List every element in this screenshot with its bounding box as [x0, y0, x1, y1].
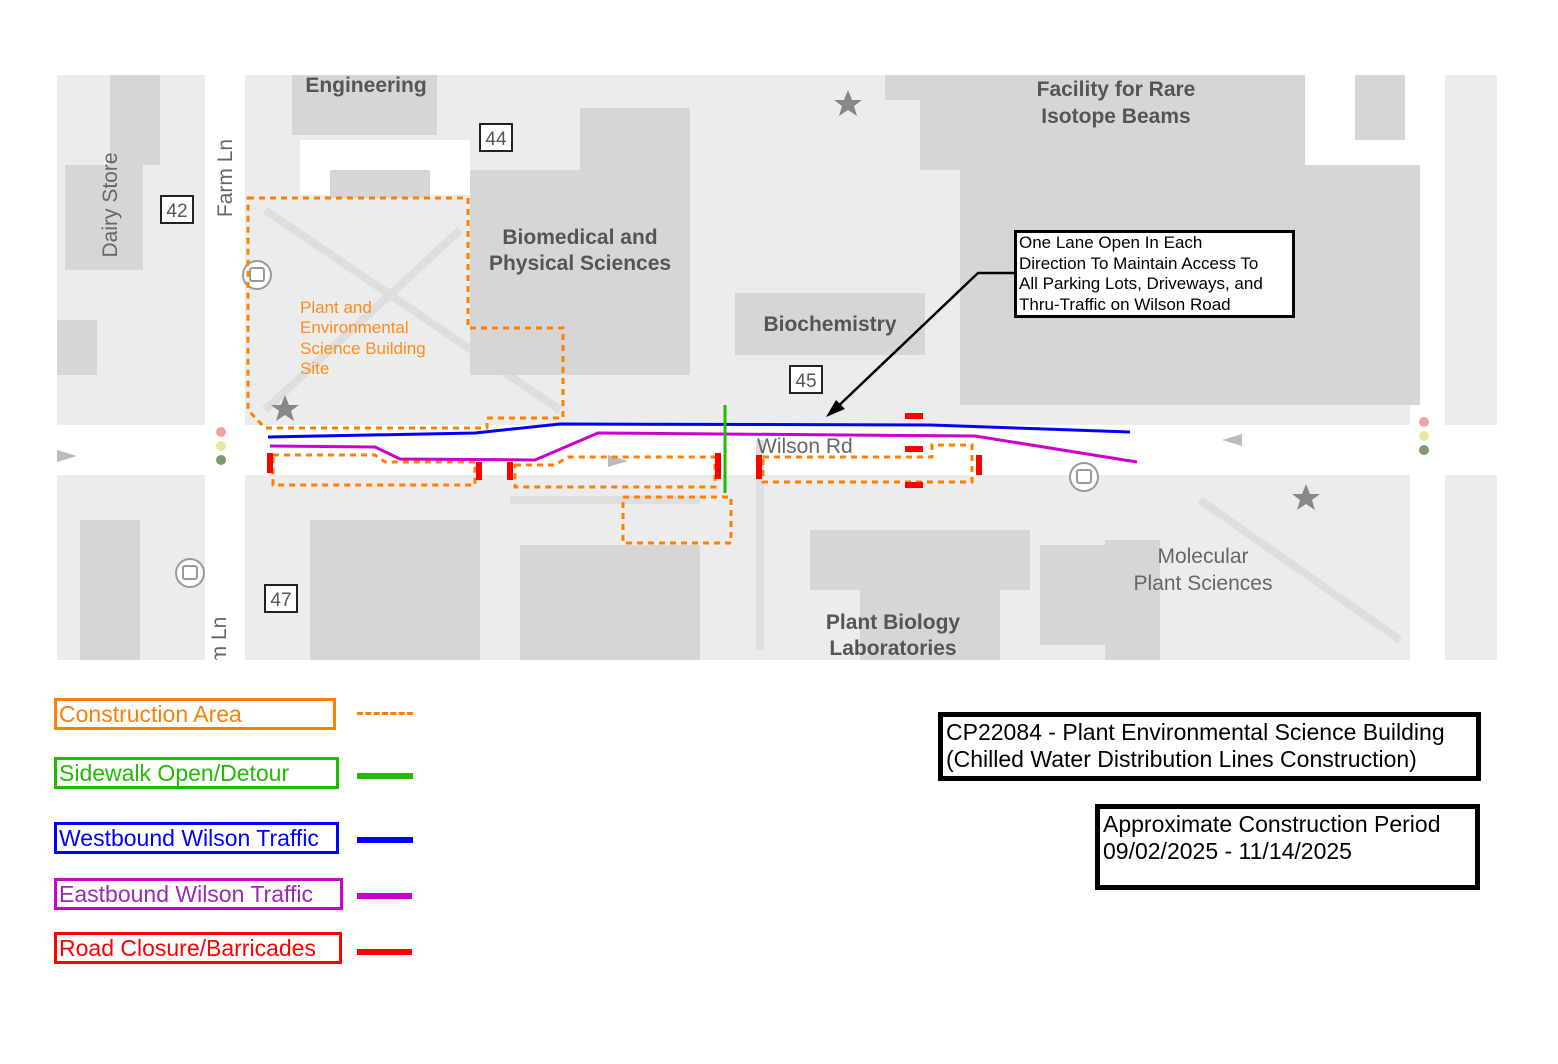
road-label-wilson-rd: Wilson Rd — [757, 435, 853, 458]
legend-barricades: Road Closure/Barricades — [54, 932, 342, 964]
building-label-frib-1: Facility for Rare — [1037, 78, 1196, 101]
construction-area-1 — [271, 453, 477, 487]
legend-swatch-sidewalk — [357, 773, 413, 779]
project-title-box: CP22084 - Plant Environmental Science Bu… — [938, 712, 1481, 781]
legend-swatch-construction — [357, 712, 413, 715]
legend-swatch-westbound — [357, 837, 413, 843]
construction-period-box: Approximate Construction Period 09/02/20… — [1095, 804, 1480, 890]
project-title: CP22084 - Plant Environmental Science Bu… — [946, 719, 1445, 745]
lane-callout-box: One Lane Open In Each Direction To Maint… — [1014, 230, 1295, 318]
site-label-2: Environmental — [300, 318, 409, 337]
callout-line: One Lane Open In Each — [1019, 233, 1203, 252]
building-label-molecular-2: Plant Sciences — [1134, 572, 1273, 595]
lot-44: 44 — [485, 129, 507, 150]
construction-area-4 — [761, 443, 974, 484]
callout-line: Thru-Traffic on Wilson Road — [1019, 294, 1231, 314]
traffic-light-icons — [216, 417, 1429, 465]
legend-swatch-barricades — [357, 949, 412, 955]
legend-sidewalk: Sidewalk Open/Detour — [54, 757, 339, 789]
legend-construction-area: Construction Area — [54, 698, 336, 730]
callout-line: Direction To Maintain Access To — [1019, 253, 1259, 273]
period-dates: 09/02/2025 - 11/14/2025 — [1103, 838, 1352, 864]
lot-42: 42 — [166, 201, 187, 222]
construction-area-site — [246, 196, 565, 430]
callout-line: All Parking Lots, Driveways, and — [1019, 274, 1263, 293]
parking-lot-markers: 42 44 45 47 — [160, 123, 823, 613]
lot-47: 47 — [270, 590, 291, 611]
site-label-3: Science Building — [300, 339, 426, 358]
building-label-biochemistry: Biochemistry — [763, 313, 896, 336]
legend-eastbound: Eastbound Wilson Traffic — [54, 878, 343, 910]
arrow-head-icon — [826, 400, 845, 417]
road-label-farm-ln-bottom: m Ln — [208, 617, 231, 664]
legend-westbound: Westbound Wilson Traffic — [54, 822, 339, 854]
building-label-plant-bio-2: Laboratories — [829, 637, 956, 660]
landmark-star-icons — [271, 90, 1320, 510]
buildings — [57, 75, 1420, 660]
period-label: Approximate Construction Period — [1103, 811, 1441, 837]
westbound-traffic-line — [267, 422, 1131, 439]
legend-swatch-eastbound — [357, 893, 412, 899]
building-label-molecular-1: Molecular — [1157, 545, 1248, 568]
lot-45: 45 — [795, 371, 816, 392]
building-label-plant-bio-1: Plant Biology — [826, 611, 960, 634]
site-label-4: Site — [300, 359, 329, 378]
eastbound-traffic-line — [269, 431, 1138, 464]
bus-stop-icons — [175, 260, 1099, 588]
building-label-bps-2: Physical Sciences — [489, 252, 671, 275]
building-label-engineering: Engineering — [305, 74, 426, 97]
barricades — [267, 413, 982, 488]
callout-arrow — [831, 271, 1015, 413]
road-label-farm-ln: Farm Ln — [214, 139, 237, 217]
building-label-dairy-store: Dairy Store — [99, 152, 122, 257]
building-label-bps-1: Biomedical and — [502, 226, 657, 249]
project-subtitle: (Chilled Water Distribution Lines Constr… — [946, 746, 1417, 772]
site-label-1: Plant and — [300, 298, 372, 317]
building-label-frib-2: Isotope Beams — [1041, 105, 1190, 128]
farm-ln-road — [205, 75, 245, 660]
